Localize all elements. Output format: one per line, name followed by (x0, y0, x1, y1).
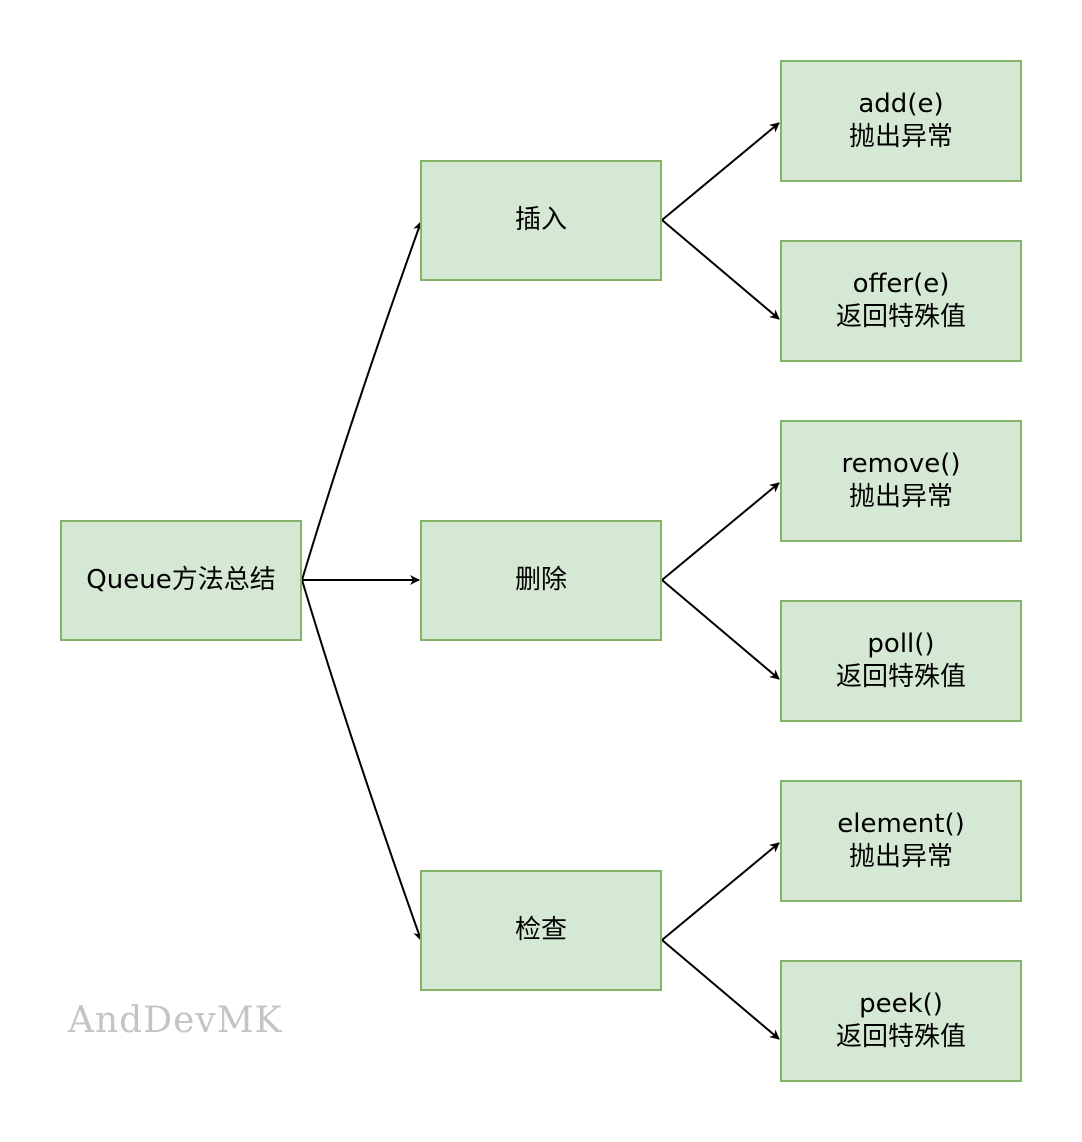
method-name: element() (837, 809, 965, 839)
category-delete-label: 删除 (514, 565, 567, 595)
method-element-node: element() 抛出异常 (780, 780, 1022, 902)
method-name: poll() (867, 629, 935, 659)
edge-delete-remove (661, 482, 780, 581)
method-add-node: add(e) 抛出异常 (780, 60, 1022, 182)
category-insert-label: 插入 (514, 205, 567, 235)
method-remove-node: remove() 抛出异常 (780, 420, 1022, 542)
edge-inspect-peek (661, 939, 780, 1040)
root-node: Queue方法总结 (60, 520, 302, 641)
edge-delete-poll (661, 579, 780, 680)
edge-root-inspect (301, 579, 423, 941)
method-behavior: 抛出异常 (848, 482, 953, 512)
method-name: add(e) (858, 89, 944, 119)
category-inspect-node: 检查 (420, 870, 662, 991)
method-behavior: 返回特殊值 (835, 302, 966, 332)
watermark-text: AndDevMK (68, 1000, 283, 1041)
edge-inspect-element (661, 842, 780, 941)
method-name: offer(e) (852, 269, 950, 299)
category-delete-node: 删除 (420, 520, 662, 641)
edge-insert-add (661, 122, 780, 221)
method-name: peek() (859, 989, 943, 1019)
category-insert-node: 插入 (420, 160, 662, 281)
method-behavior: 抛出异常 (848, 842, 953, 872)
edge-root-insert (301, 221, 423, 581)
method-behavior: 抛出异常 (848, 122, 953, 152)
method-peek-node: peek() 返回特殊值 (780, 960, 1022, 1082)
method-behavior: 返回特殊值 (835, 662, 966, 692)
method-behavior: 返回特殊值 (835, 1022, 966, 1052)
method-name: remove() (841, 449, 961, 479)
edge-insert-offer (661, 219, 780, 320)
category-inspect-label: 检查 (514, 915, 567, 945)
method-poll-node: poll() 返回特殊值 (780, 600, 1022, 722)
root-label: Queue方法总结 (86, 565, 276, 595)
method-offer-node: offer(e) 返回特殊值 (780, 240, 1022, 362)
